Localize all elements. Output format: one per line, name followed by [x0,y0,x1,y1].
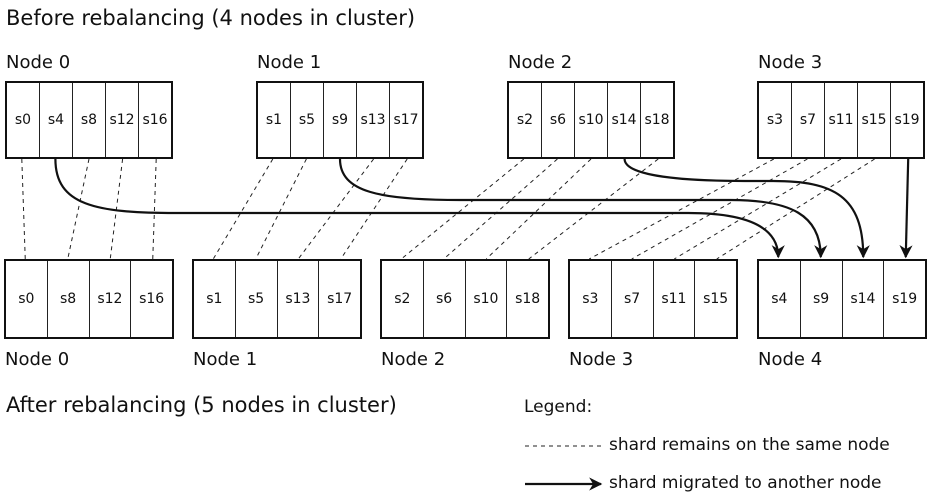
after-node-label: Node 2 [381,349,446,370]
after-node-label: Node 0 [5,349,70,370]
after-node-label: Node 4 [758,349,823,370]
shard-migration-arrow [338,158,828,259]
shard-cell: s16 [142,112,168,128]
shard-cell: s7 [612,261,654,337]
shard-stays-line [400,158,525,260]
shard-stays-line [443,158,558,260]
shard-migration-arrow [54,158,785,259]
shard-stays-line [67,158,90,260]
shard-cell: s6 [424,261,466,337]
shard-stays-line [631,158,808,260]
legend-dashed-label: shard remains on the same node [609,435,890,455]
shard-cell: s11 [825,83,858,157]
shard-cell: s15 [858,83,891,157]
shard-cell: s5 [236,261,278,337]
shard-cell: s0 [7,83,40,157]
shard-cell: s19 [894,112,920,128]
shard-cell: s13 [357,83,390,157]
shard-cell: s10 [575,83,608,157]
shard-stays-line [297,158,374,260]
shard-stays-line [485,158,592,260]
title-after: After rebalancing (5 nodes in cluster) [6,393,397,417]
shard-stays-line [673,158,842,260]
before-node-label: Node 0 [6,52,71,73]
legend-arrow-label: shard migrated to another node [609,473,882,493]
shard-cell: s3 [759,83,792,157]
shard-cell: s7 [792,83,825,157]
shard-stays-line [255,158,307,260]
shard-cell: s9 [801,261,843,337]
shard-cell: s9 [324,83,357,157]
shard-stays-line [716,158,875,260]
shard-cell: s11 [654,261,696,337]
shard-cell: s4 [40,83,73,157]
shard-cell: s3 [570,261,612,337]
shard-cell: s12 [106,83,139,157]
shard-cell: s2 [382,261,424,337]
shard-cell: s18 [644,112,670,128]
shard-cell: s8 [48,261,90,337]
shard-migration-arrow [899,158,913,259]
shard-stays-line [528,158,659,260]
before-node-label: Node 3 [758,52,823,73]
title-before: Before rebalancing (4 nodes in cluster) [6,6,416,30]
shard-cell: s16 [139,291,165,307]
shard-cell: s4 [759,261,801,337]
shard-stays-line [212,158,274,260]
shard-migration-arrow [623,158,870,259]
before-node-label: Node 1 [257,52,322,73]
shard-cell: s13 [278,261,320,337]
after-node-label: Node 3 [569,349,634,370]
shard-cell: s8 [73,83,106,157]
shard-cell: s18 [515,291,541,307]
shard-cell: s2 [509,83,542,157]
shard-cell: s14 [843,261,885,337]
shard-cell: s1 [258,83,291,157]
shard-cell: s5 [291,83,324,157]
shard-stays-line [589,158,775,260]
shard-cell: s17 [393,112,419,128]
before-node-label: Node 2 [508,52,573,73]
shard-cell: s15 [703,291,729,307]
shard-cell: s1 [194,261,236,337]
legend-title: Legend: [524,397,593,417]
shard-stays-line [340,158,408,260]
shard-cell: s12 [90,261,132,337]
shard-cell: s19 [892,291,918,307]
shard-stays-line [21,158,26,260]
after-node-label: Node 1 [193,349,258,370]
shard-stays-line [152,158,157,260]
shard-cell: s14 [608,83,641,157]
shard-cell: s10 [466,261,508,337]
shard-cell: s17 [327,291,353,307]
shard-cell: s6 [542,83,575,157]
shard-cell: s0 [6,261,48,337]
